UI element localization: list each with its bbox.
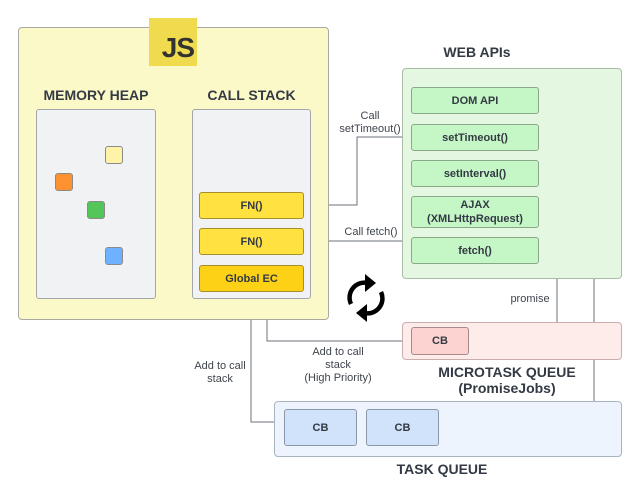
label-call-fetch: Call fetch() — [344, 226, 398, 238]
api-fetch: fetch() — [411, 237, 539, 264]
heap-object-orange — [55, 173, 73, 191]
label-call-settimeout: Call setTimeout() — [322, 110, 418, 136]
task-callback-2: CB — [366, 409, 439, 446]
heap-object-yellow — [105, 146, 123, 164]
api-ajax: AJAX (XMLHttpRequest) — [411, 196, 539, 228]
label-promise: promise — [510, 293, 550, 305]
memory-heap-title: MEMORY HEAP — [43, 87, 149, 103]
microtask-callback: CB — [411, 327, 469, 355]
task-callback-1: CB — [284, 409, 357, 446]
stack-frame-global-ec: Global EC — [199, 265, 304, 292]
label-add-to-stack: Add to call stack — [187, 360, 253, 386]
label-add-high-line3: (High Priority) — [304, 372, 372, 384]
microtask-queue-title: MICROTASK QUEUE (PromiseJobs) — [427, 364, 587, 396]
heap-object-green — [87, 201, 105, 219]
stack-frame-fn-2: FN() — [199, 228, 304, 255]
label-call-settimeout-line2: setTimeout() — [339, 123, 401, 135]
stack-frame-fn-1: FN() — [199, 192, 304, 219]
label-add-task-line2: stack — [207, 373, 233, 385]
api-setinterval: setInterval() — [411, 160, 539, 187]
microtask-queue-title-line2: (PromiseJobs) — [458, 380, 556, 396]
arrow-call-settimeout — [304, 134, 409, 206]
label-call-settimeout-line1: Call — [360, 110, 380, 122]
label-add-high-line2: stack — [325, 359, 351, 371]
heap-object-blue — [105, 247, 123, 265]
api-dom: DOM API — [411, 87, 539, 114]
label-add-to-stack-high-priority: Add to call stack (High Priority) — [298, 346, 378, 385]
event-loop-refresh-icon — [343, 272, 389, 324]
microtask-queue-title-line1: MICROTASK QUEUE — [438, 364, 576, 380]
label-add-task-line1: Add to call — [194, 360, 246, 372]
call-stack-title: CALL STACK — [207, 87, 296, 103]
api-settimeout: setTimeout() — [411, 124, 539, 151]
js-logo: JS — [149, 18, 197, 66]
task-queue-title: TASK QUEUE — [396, 461, 488, 477]
label-add-high-line1: Add to call — [312, 346, 364, 358]
web-apis-title: WEB APIs — [443, 44, 511, 60]
arrow-task-to-stack — [248, 303, 284, 423]
